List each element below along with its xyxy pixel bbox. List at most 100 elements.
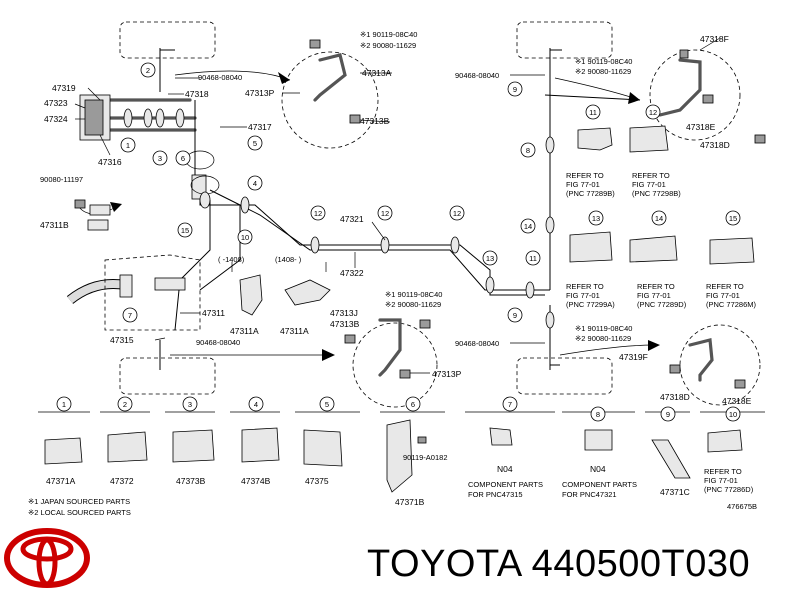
svg-text:※1 90119-08C40: ※1 90119-08C40 (385, 290, 442, 299)
svg-text:FOR PNC47315: FOR PNC47315 (468, 490, 523, 499)
svg-text:15: 15 (181, 226, 189, 235)
svg-text:47318: 47318 (185, 89, 209, 99)
svg-text:2: 2 (146, 66, 150, 75)
svg-text:FIG 77-01: FIG 77-01 (632, 180, 666, 189)
svg-text:7: 7 (128, 311, 132, 320)
svg-text:COMPONENT PARTS: COMPONENT PARTS (562, 480, 637, 489)
toyota-logo-icon (4, 528, 90, 588)
svg-text:13: 13 (592, 214, 600, 223)
svg-text:476675B: 476675B (727, 502, 757, 511)
svg-text:47375: 47375 (305, 476, 329, 486)
svg-text:REFER TO: REFER TO (704, 467, 742, 476)
part-labels: 47319 47323 47324 47316 47318 90468-0804… (40, 30, 757, 406)
svg-text:12: 12 (314, 209, 322, 218)
svg-text:(PNC 77289B): (PNC 77289B) (566, 189, 615, 198)
svg-text:REFER TO: REFER TO (566, 282, 604, 291)
svg-text:47319: 47319 (52, 83, 76, 93)
svg-text:※1 JAPAN SOURCED PARTS: ※1 JAPAN SOURCED PARTS (28, 497, 130, 506)
svg-text:FOR PNC47321: FOR PNC47321 (562, 490, 617, 499)
svg-text:90468-08040: 90468-08040 (196, 338, 240, 347)
svg-text:FIG 77-01: FIG 77-01 (637, 291, 671, 300)
svg-text:47313J: 47313J (330, 308, 358, 318)
callout-circles: 2 1 3 6 5 4 15 10 12 12 12 13 11 8 14 9 … (120, 62, 741, 323)
front-left-wheel (119, 21, 216, 59)
svg-text:5: 5 (253, 139, 257, 148)
front-right-wheel (516, 21, 613, 59)
svg-text:47313B: 47313B (330, 319, 360, 329)
svg-text:12: 12 (453, 209, 461, 218)
svg-text:11: 11 (589, 108, 597, 117)
svg-text:(PNC 77299A): (PNC 77299A) (566, 300, 615, 309)
svg-text:47313P: 47313P (245, 88, 275, 98)
svg-text:47318F: 47318F (700, 34, 729, 44)
svg-text:47313B: 47313B (360, 116, 390, 126)
svg-text:9: 9 (666, 410, 670, 419)
legend-strip: 1 2 3 4 5 6 7 8 9 10 47371A 47372 47373B… (28, 396, 765, 517)
svg-text:47321: 47321 (340, 214, 364, 224)
svg-text:8: 8 (596, 410, 600, 419)
svg-text:47322: 47322 (340, 268, 364, 278)
svg-text:47371A: 47371A (46, 476, 76, 486)
svg-text:47371B: 47371B (395, 497, 425, 507)
svg-text:47315: 47315 (110, 335, 134, 345)
svg-text:14: 14 (655, 214, 663, 223)
svg-text:47318D: 47318D (700, 140, 730, 150)
svg-text:※2 LOCAL SOURCED PARTS: ※2 LOCAL SOURCED PARTS (28, 508, 131, 517)
svg-text:47311B: 47311B (40, 220, 69, 230)
svg-text:90468-08040: 90468-08040 (198, 73, 242, 82)
svg-text:(PNC 77286M): (PNC 77286M) (706, 300, 757, 309)
svg-text:47374B: 47374B (241, 476, 271, 486)
svg-text:47318D: 47318D (660, 392, 690, 402)
svg-text:47313A: 47313A (362, 68, 392, 78)
svg-text:47319F: 47319F (619, 352, 648, 362)
svg-text:7: 7 (508, 400, 512, 409)
svg-text:90119-A0182: 90119-A0182 (403, 453, 447, 462)
svg-text:1: 1 (62, 400, 66, 409)
svg-text:47317: 47317 (248, 122, 272, 132)
svg-text:8: 8 (526, 146, 530, 155)
svg-text:47373B: 47373B (176, 476, 206, 486)
svg-text:FIG 77-01: FIG 77-01 (704, 476, 738, 485)
svg-text:REFER TO: REFER TO (566, 171, 604, 180)
svg-text:※2 90080-11629: ※2 90080-11629 (575, 67, 631, 76)
svg-text:47323: 47323 (44, 98, 68, 108)
svg-text:47311: 47311 (202, 308, 225, 318)
svg-text:※2 90080-11629: ※2 90080-11629 (360, 41, 416, 50)
rear-left-wheel (119, 357, 216, 395)
svg-text:※1 90119-08C40: ※1 90119-08C40 (575, 324, 632, 333)
svg-text:9: 9 (513, 85, 517, 94)
svg-text:2: 2 (123, 400, 127, 409)
svg-text:6: 6 (411, 400, 415, 409)
svg-text:※1 90119-08C40: ※1 90119-08C40 (360, 30, 417, 39)
svg-text:12: 12 (649, 108, 657, 117)
svg-text:12: 12 (381, 209, 389, 218)
svg-text:47318E: 47318E (686, 122, 716, 132)
svg-text:4: 4 (254, 400, 258, 409)
svg-text:FIG 77-01: FIG 77-01 (566, 291, 600, 300)
svg-text:(PNC 77289D): (PNC 77289D) (637, 300, 687, 309)
svg-text:47371C: 47371C (660, 487, 690, 497)
svg-text:N04: N04 (590, 464, 606, 474)
svg-text:47311A: 47311A (280, 326, 309, 336)
part-number-title: TOYOTA 440500T030 (367, 543, 751, 585)
svg-text:1: 1 (126, 141, 130, 150)
svg-text:10: 10 (241, 233, 249, 242)
svg-text:COMPONENT PARTS: COMPONENT PARTS (468, 480, 543, 489)
svg-text:5: 5 (325, 400, 329, 409)
svg-text:11: 11 (529, 254, 537, 263)
svg-text:14: 14 (524, 222, 532, 231)
svg-text:REFER TO: REFER TO (637, 282, 675, 291)
svg-text:6: 6 (181, 154, 185, 163)
svg-text:90080-11197: 90080-11197 (40, 175, 83, 184)
svg-text:47311A: 47311A (230, 326, 259, 336)
svg-text:※2 90080-11629: ※2 90080-11629 (385, 300, 441, 309)
svg-text:3: 3 (158, 154, 162, 163)
svg-text:(PNC 77286D): (PNC 77286D) (704, 485, 754, 494)
svg-text:FIG 77-01: FIG 77-01 (566, 180, 600, 189)
svg-text:REFER TO: REFER TO (706, 282, 744, 291)
svg-text:(PNC 77298B): (PNC 77298B) (632, 189, 681, 198)
svg-text:( -1408): ( -1408) (218, 255, 245, 264)
svg-text:15: 15 (729, 214, 737, 223)
svg-text:13: 13 (486, 254, 494, 263)
